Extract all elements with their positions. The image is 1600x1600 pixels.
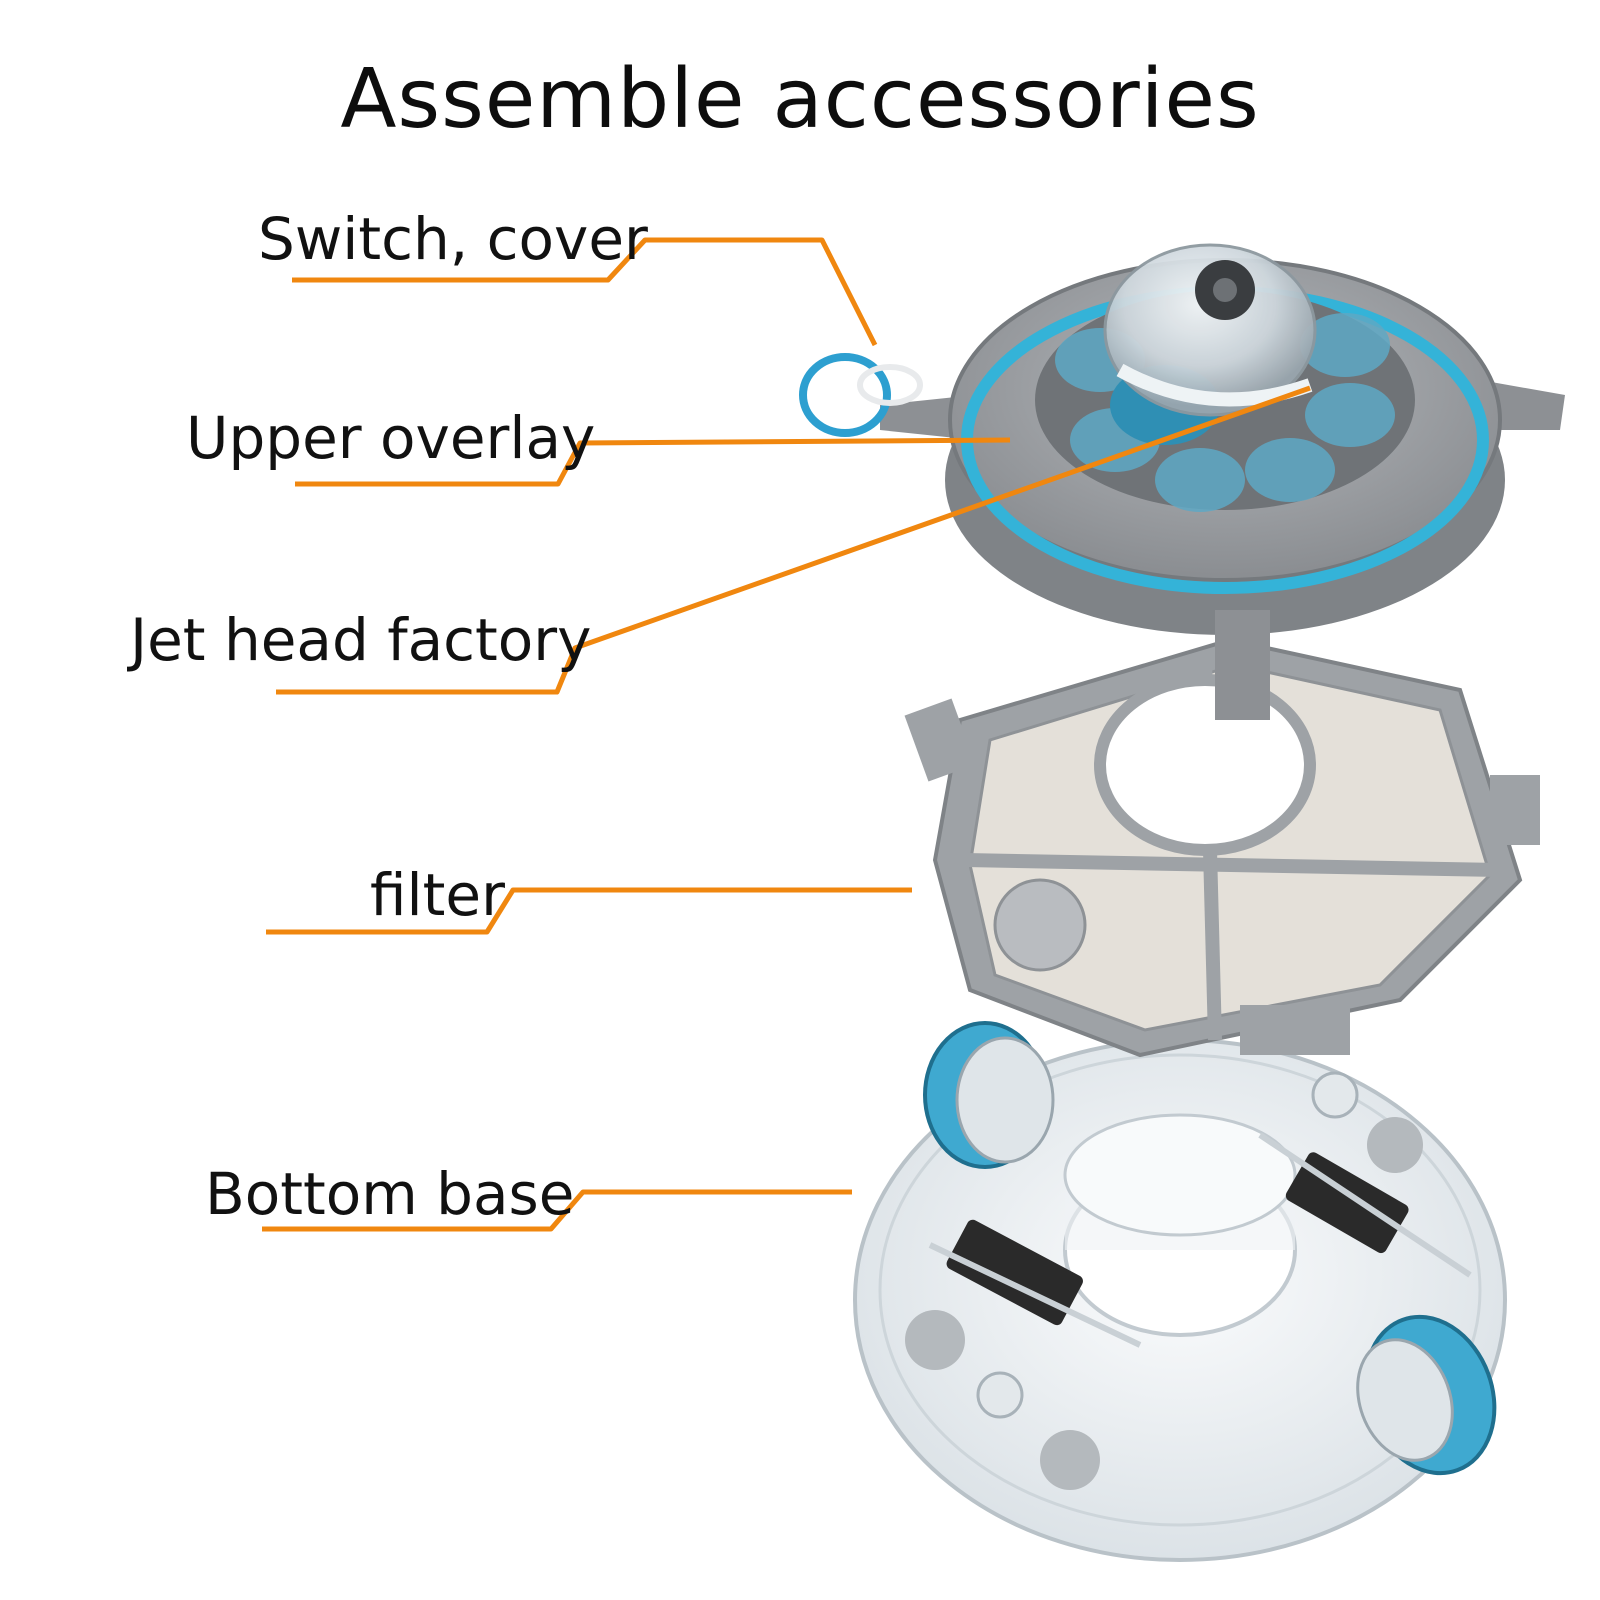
label-switch-cover: Switch, cover: [258, 205, 648, 273]
wheel-bottom-right: [1356, 1314, 1497, 1476]
filter-part: [904, 637, 1540, 1058]
wheel-top-left: [923, 1021, 1055, 1169]
label-jet-head-factory: Jet head factory: [130, 606, 592, 674]
label-bottom-base: Bottom base: [205, 1160, 575, 1228]
page-title: Assemble accessories: [340, 52, 1260, 147]
leader-lines: [262, 237, 1311, 1232]
leader-line-switch-cover: [292, 237, 878, 347]
latch-clip-right: [1285, 1152, 1409, 1254]
leader-line-upper-overlay: [295, 437, 1011, 487]
label-filter: filter: [370, 861, 505, 929]
leader-line-filter: [266, 887, 912, 935]
leader-line-jet-head-factory: [276, 385, 1311, 695]
upper-overlay-part: [799, 243, 1565, 720]
leader-line-bottom-base: [262, 1189, 852, 1232]
switch-cover-dome: [1103, 243, 1317, 417]
pull-ring: [799, 353, 923, 437]
bottom-base-part: [853, 1021, 1507, 1562]
label-upper-overlay: Upper overlay: [186, 404, 596, 472]
